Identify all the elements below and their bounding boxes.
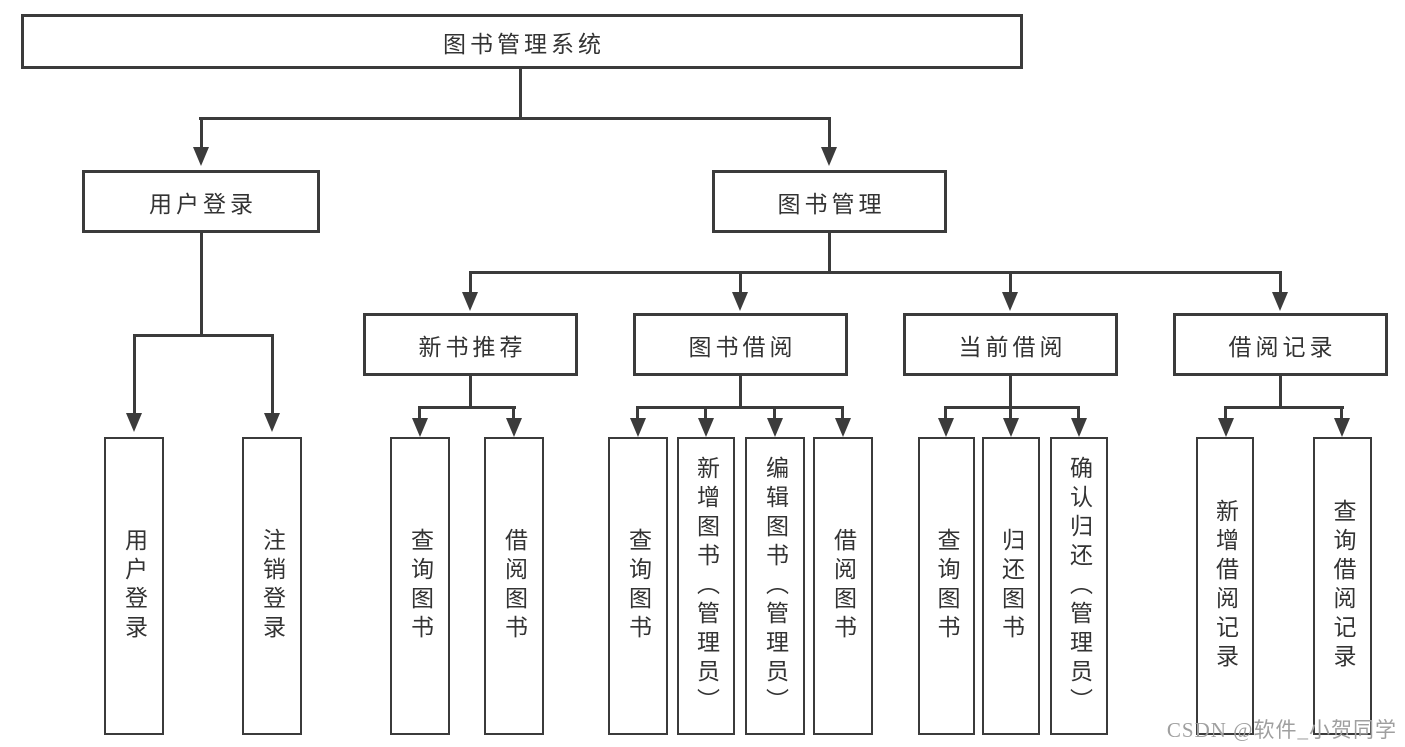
leaf-label: 注销登录 <box>259 528 285 644</box>
connector-vline <box>200 233 203 337</box>
arrowhead-down <box>1218 418 1234 437</box>
leaf-edit-books-admin: 编辑图书（管理员） <box>745 437 805 735</box>
connector-vline <box>773 406 776 419</box>
connector-vline <box>1279 376 1282 408</box>
connector-vline <box>469 376 472 408</box>
node-label: 图书管理 <box>777 191 886 217</box>
connector-hline <box>133 334 274 337</box>
arrowhead-down <box>938 418 954 437</box>
connector-vline <box>133 334 136 415</box>
node-label: 用户登录 <box>149 191 257 217</box>
connector-vline <box>841 406 844 419</box>
arrowhead-down <box>835 418 851 437</box>
connector-vline <box>828 117 831 149</box>
connector-vline <box>469 271 472 293</box>
connector-vline <box>739 376 742 408</box>
arrowhead-down <box>698 418 714 437</box>
connector-vline <box>519 69 522 120</box>
arrowhead-down <box>1002 292 1018 311</box>
node-new-book-recommendation: 新书推荐 <box>363 313 578 376</box>
leaf-confirm-return-admin: 确认归还（管理员） <box>1050 437 1108 735</box>
node-book-borrowing: 图书借阅 <box>633 313 848 376</box>
arrowhead-down <box>1003 418 1019 437</box>
leaf-label: 新增图书（管理员） <box>693 455 719 717</box>
leaf-label: 用户登录 <box>121 528 147 644</box>
connector-hline <box>1224 406 1344 409</box>
leaf-query-books: 查询图书 <box>918 437 975 735</box>
connector-hline <box>944 406 1080 409</box>
leaf-query-books: 查询图书 <box>608 437 668 735</box>
arrowhead-down <box>264 413 280 432</box>
leaf-logout: 注销登录 <box>242 437 302 735</box>
leaf-query-borrow-record: 查询借阅记录 <box>1313 437 1372 735</box>
leaf-label: 编辑图书（管理员） <box>762 455 788 717</box>
connector-vline <box>271 334 274 415</box>
connector-hline <box>418 406 516 409</box>
node-label: 借阅记录 <box>1228 334 1337 360</box>
leaf-label: 借阅图书 <box>501 528 527 644</box>
connector-vline <box>828 233 831 274</box>
arrowhead-down <box>821 147 837 166</box>
node-label: 当前借阅 <box>958 334 1067 360</box>
leaf-label: 归还图书 <box>998 528 1024 644</box>
arrowhead-down <box>732 292 748 311</box>
connector-vline <box>1009 271 1012 293</box>
leaf-label: 新增借阅记录 <box>1212 499 1238 673</box>
leaf-borrow-books: 借阅图书 <box>813 437 873 735</box>
arrowhead-down <box>1272 292 1288 311</box>
csdn-watermark: CSDN @软件_小贺同学 <box>1166 718 1397 742</box>
connector-vline <box>200 117 203 149</box>
connector-vline <box>1077 406 1080 419</box>
arrowhead-down <box>506 418 522 437</box>
node-library-management-system: 图书管理系统 <box>21 14 1023 69</box>
node-book-management: 图书管理 <box>712 170 947 233</box>
node-label: 图书管理系统 <box>443 31 605 57</box>
connector-vline <box>1279 271 1282 293</box>
arrowhead-down <box>412 418 428 437</box>
node-label: 图书借阅 <box>688 334 797 360</box>
node-borrowing-records: 借阅记录 <box>1173 313 1388 376</box>
leaf-label: 查询图书 <box>407 528 433 644</box>
leaf-query-books: 查询图书 <box>390 437 450 735</box>
leaf-user-login: 用户登录 <box>104 437 164 735</box>
leaf-borrow-books: 借阅图书 <box>484 437 544 735</box>
connector-vline <box>512 406 515 419</box>
connector-vline <box>1224 406 1227 419</box>
leaf-label: 查询图书 <box>934 528 959 644</box>
connector-vline <box>418 406 421 419</box>
leaf-label: 查询图书 <box>625 528 651 644</box>
connector-vline <box>636 406 639 419</box>
leaf-label: 确认归还（管理员） <box>1066 455 1092 717</box>
connector-vline <box>944 406 947 419</box>
arrowhead-down <box>193 147 209 166</box>
node-current-borrowing: 当前借阅 <box>903 313 1118 376</box>
arrowhead-down <box>1334 418 1350 437</box>
leaf-return-books: 归还图书 <box>982 437 1040 735</box>
leaf-label: 查询借阅记录 <box>1330 499 1355 673</box>
arrowhead-down <box>1071 418 1087 437</box>
connector-hline <box>636 406 844 409</box>
leaf-label: 借阅图书 <box>830 528 856 644</box>
connector-hline <box>469 271 1281 274</box>
connector-vline <box>1009 406 1012 419</box>
connector-vline <box>1009 376 1012 408</box>
connector-vline <box>704 406 707 419</box>
connector-vline <box>1340 406 1343 419</box>
node-label: 新书推荐 <box>418 334 527 360</box>
connector-hline <box>199 117 831 120</box>
arrowhead-down <box>462 292 478 311</box>
arrowhead-down <box>630 418 646 437</box>
connector-vline <box>739 271 742 293</box>
leaf-add-borrow-record: 新增借阅记录 <box>1196 437 1254 735</box>
arrowhead-down <box>767 418 783 437</box>
leaf-add-books-admin: 新增图书（管理员） <box>677 437 735 735</box>
arrowhead-down <box>126 413 142 432</box>
node-user-login: 用户登录 <box>82 170 320 233</box>
